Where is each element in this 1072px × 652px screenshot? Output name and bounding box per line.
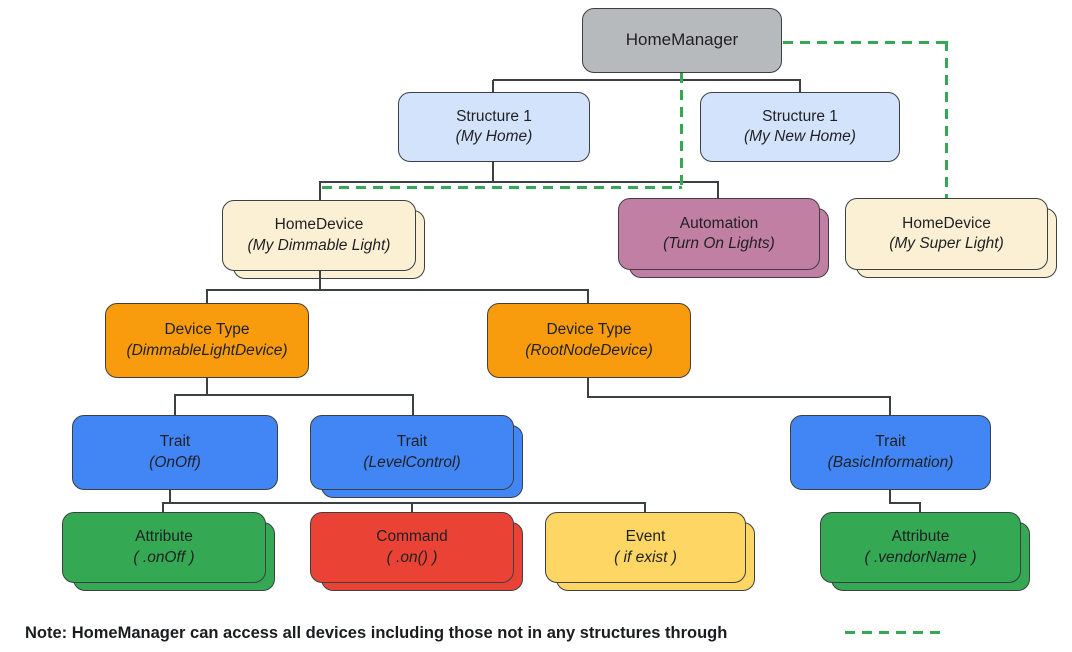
connector-line [889, 488, 891, 503]
node-sublabel: ( .on() ) [386, 548, 438, 566]
node-trait-levelcontrol: Trait (LevelControl) [310, 415, 523, 498]
note-text: Note: HomeManager can access all devices… [25, 624, 728, 642]
connector-line [492, 80, 494, 93]
node-sublabel: ( if exist ) [614, 548, 677, 566]
node-label: Attribute [891, 528, 950, 546]
node-sublabel: ( .vendorName ) [864, 548, 977, 566]
connector-line [206, 289, 589, 291]
node-label: Trait [396, 433, 428, 451]
node-sublabel: ( .onOff ) [133, 548, 195, 566]
node-sublabel: (My New Home) [744, 128, 856, 145]
node-sublabel: (LevelControl) [363, 453, 461, 471]
node-device-type-dimmable: Device Type (DimmableLightDevice) [105, 303, 309, 378]
connector-line [587, 376, 589, 397]
connector-line [889, 502, 921, 504]
node-trait-onoff: Trait (OnOff) [72, 415, 278, 490]
connector-line [587, 396, 891, 398]
node-label: Command [376, 528, 448, 546]
node-sublabel: (DimmableLightDevice) [126, 341, 288, 359]
node-sublabel: (BasicInformation) [827, 453, 954, 471]
node-structure-my-home: Structure 1 (My Home) [398, 92, 590, 162]
connector-line [162, 502, 646, 504]
note-dashed-line-sample [845, 631, 945, 634]
node-sublabel: (My Super Light) [889, 235, 1004, 252]
connector-line [889, 396, 891, 416]
node-label: Trait [875, 433, 906, 451]
connector-line [319, 181, 321, 201]
connector-line [174, 394, 414, 396]
node-home-device-super: HomeDevice (My Super Light) [845, 198, 1057, 278]
node-attribute-vendorname: Attribute ( .vendorName ) [820, 512, 1030, 591]
node-label: HomeDevice [902, 214, 991, 232]
node-sublabel: (Turn On Lights) [663, 235, 775, 252]
connector-line [206, 376, 208, 395]
node-attribute-onoff: Attribute ( .onOff ) [62, 512, 275, 591]
connector-line [799, 80, 801, 93]
node-label: Device Type [546, 321, 632, 339]
connector-line [174, 394, 176, 416]
connector-line [319, 270, 321, 290]
dashed-access-line [945, 41, 948, 198]
node-sublabel: (My Home) [455, 128, 533, 145]
node-sublabel: (My Dimmable Light) [247, 236, 391, 254]
node-label: HomeManager [625, 30, 739, 50]
dashed-access-line [322, 186, 682, 189]
node-sublabel: (RootNodeDevice) [525, 341, 653, 359]
connector-line [411, 502, 413, 513]
connector-line [206, 289, 208, 304]
node-label: Automation [679, 214, 759, 232]
node-label: Structure 1 [456, 107, 532, 125]
node-trait-basicinformation: Trait (BasicInformation) [790, 415, 991, 490]
dashed-access-line [680, 73, 683, 188]
node-label: Event [625, 528, 666, 546]
connector-line [919, 502, 921, 513]
connector-line [492, 161, 494, 182]
connector-line [319, 181, 719, 183]
connector-line [169, 488, 171, 504]
connector-line [412, 394, 414, 416]
node-home-device-dimmable: HomeDevice (My Dimmable Light) [222, 200, 425, 279]
connector-line [587, 289, 589, 304]
node-device-type-rootnode: Device Type (RootNodeDevice) [487, 303, 691, 378]
node-structure-my-new-home: Structure 1 (My New Home) [700, 92, 900, 162]
node-label: HomeDevice [274, 216, 364, 234]
connector-line [717, 181, 719, 199]
node-event-if-exist: Event ( if exist ) [545, 512, 755, 591]
connector-line [644, 502, 646, 513]
node-automation-turn-on-lights: Automation (Turn On Lights) [618, 198, 829, 278]
node-label: Trait [159, 433, 191, 451]
connector-line [493, 79, 801, 81]
node-label: Device Type [164, 321, 250, 339]
node-label: Structure 1 [762, 107, 838, 125]
node-command-on: Command ( .on() ) [310, 512, 523, 591]
node-sublabel: (OnOff) [149, 453, 201, 471]
node-label: Attribute [135, 528, 193, 546]
node-home-manager: HomeManager [582, 8, 782, 73]
dashed-access-line [783, 41, 947, 44]
connector-line [162, 502, 164, 513]
